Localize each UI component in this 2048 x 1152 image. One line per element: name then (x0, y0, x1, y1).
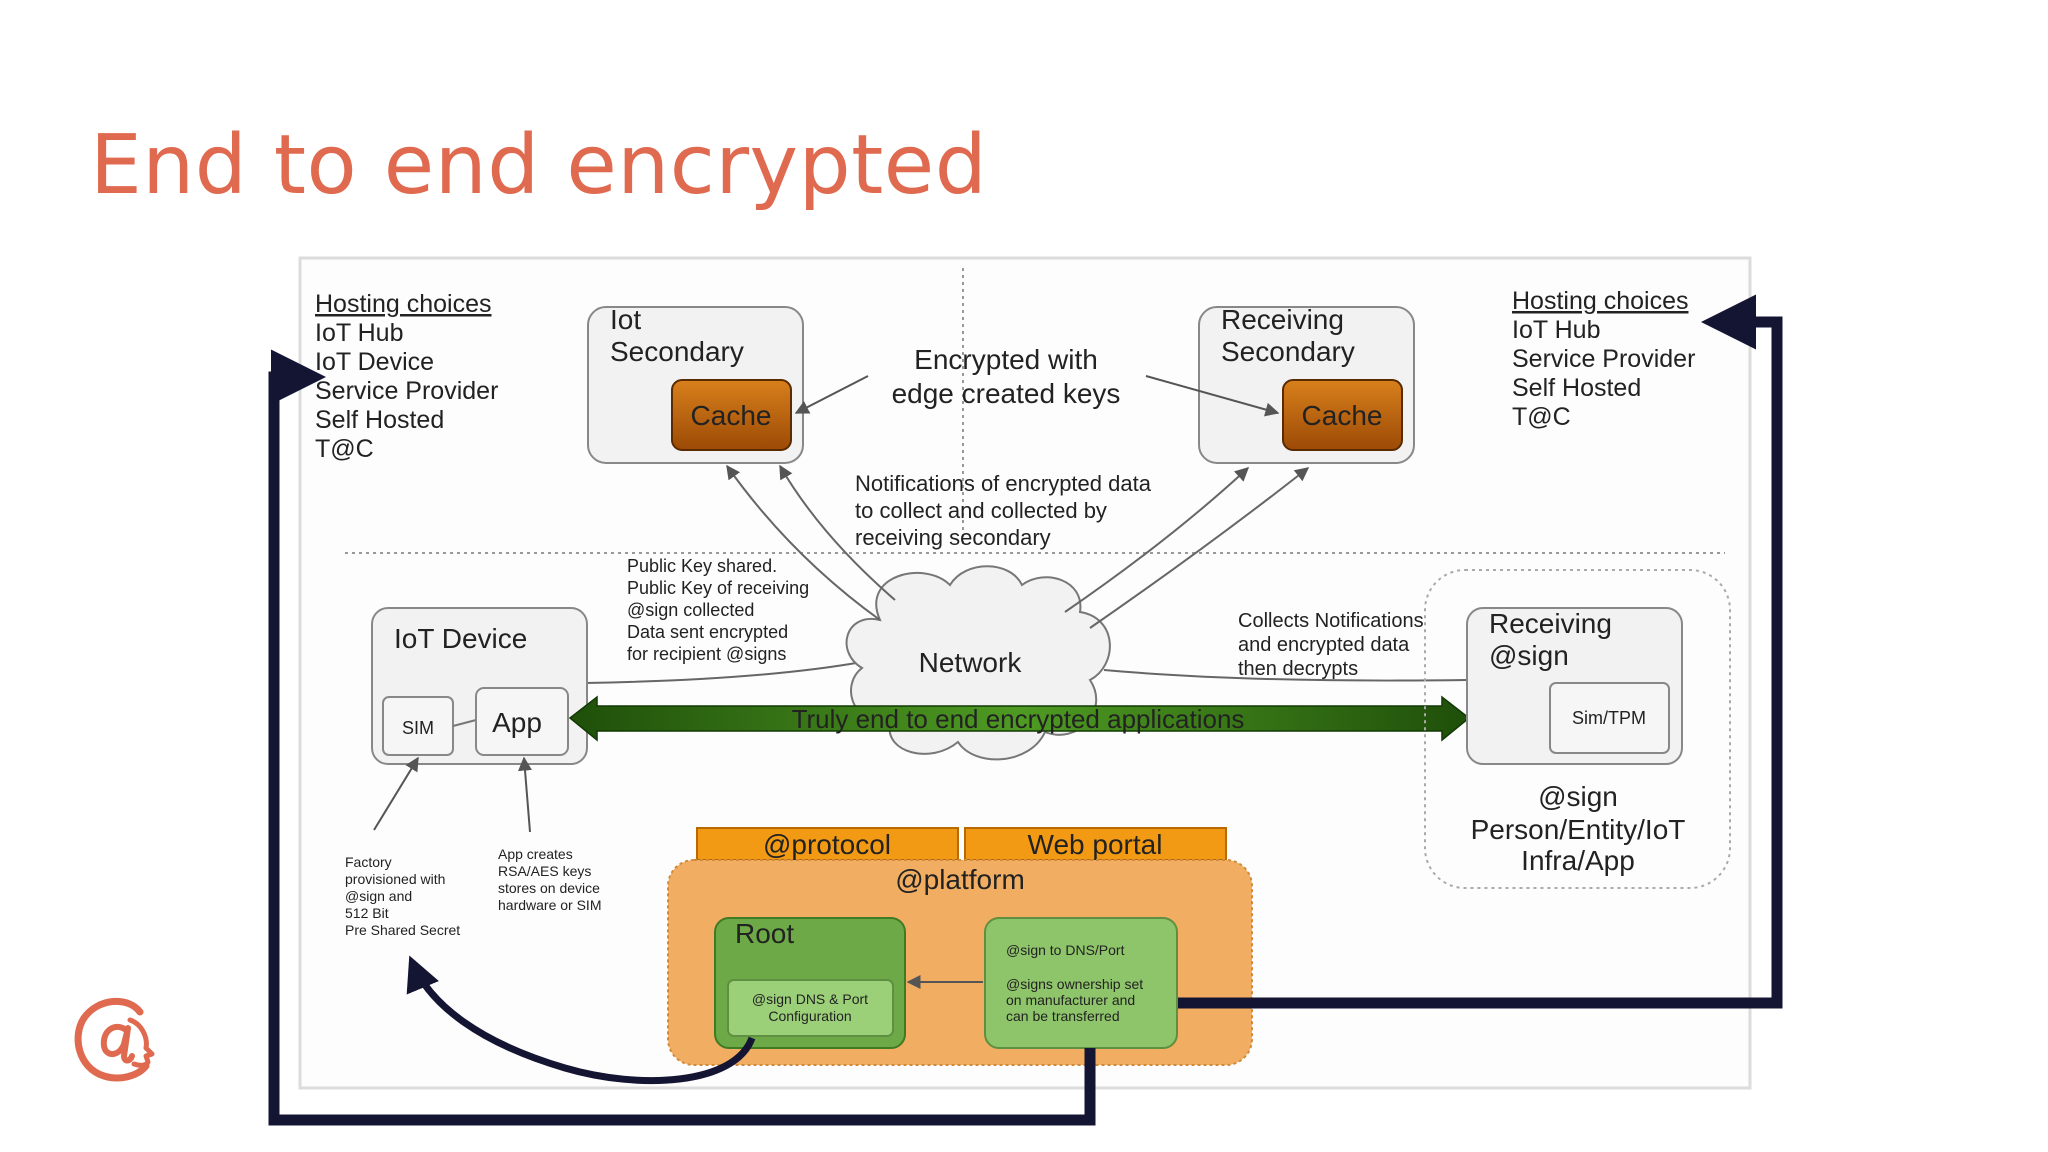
app-note-line: App creates (498, 846, 573, 862)
receiving-cache-label: Cache (1302, 400, 1383, 431)
network-to-iot-cache-arrow-b (779, 464, 896, 601)
public-key-note: Public Key shared. Public Key of receivi… (627, 556, 809, 664)
iot-secondary-line2: Secondary (610, 336, 744, 367)
dns-to-left-hosting-connector (268, 349, 1096, 1126)
factory-note-arrow (373, 756, 419, 831)
dns-line: can be transferred (1006, 1008, 1120, 1024)
app-note-arrow (518, 756, 532, 833)
receiving-sign-line1: Receiving (1489, 608, 1612, 639)
collects-line: and encrypted data (1238, 634, 1410, 656)
arrow-to-iot-cache (794, 375, 869, 414)
iot-secondary-line1: Iot (610, 304, 641, 335)
hosting-left-item: T@C (315, 435, 374, 463)
app-box (475, 687, 569, 756)
sim-app-link (452, 719, 477, 727)
network-to-receiving-cache-arrow-b (1089, 467, 1310, 629)
app-note: App creates RSA/AES keys stores on devic… (498, 846, 601, 913)
public-key-line: @sign collected (627, 600, 754, 620)
hosting-left-item: IoT Hub (315, 319, 403, 347)
collects-line: then decrypts (1238, 658, 1358, 680)
factory-note-line: Factory (345, 854, 392, 870)
notifications-line: to collect and collected by (855, 498, 1107, 523)
slide-title: End to end encrypted (90, 118, 988, 213)
root-config-line: @sign DNS & Port (752, 991, 868, 1007)
dns-line: on manufacturer and (1006, 992, 1135, 1008)
dns-box (984, 917, 1178, 1049)
receiving-group-outline (1424, 569, 1731, 889)
iot-secondary-box: Iot Secondary Cache (587, 304, 804, 464)
receiving-sign-box: Receiving @sign Sim/TPM (1466, 607, 1683, 765)
app-note-line: hardware or SIM (498, 897, 601, 913)
collects-line: Collects Notifications (1238, 610, 1424, 632)
collects-note: Collects Notifications and encrypted dat… (1238, 610, 1424, 680)
public-key-line: for recipient @signs (627, 644, 786, 664)
receiving-secondary-line1: Receiving (1221, 304, 1344, 335)
hosting-left-item: Self Hosted (315, 406, 444, 434)
sign-entity-line: Infra/App (1521, 845, 1635, 876)
network-label: Network (919, 647, 1023, 678)
receiving-sign-line2: @sign (1489, 640, 1569, 671)
dns-line: @sign to DNS/Port (1006, 942, 1125, 958)
sign-entity-line: Person/Entity/IoT (1471, 814, 1686, 845)
hosting-choices-left: Hosting choices IoT Hub IoT Device Servi… (315, 290, 498, 463)
web-portal-label: Web portal (1028, 829, 1163, 860)
iot-device-box: IoT Device SIM App (371, 607, 588, 765)
root-config-box (727, 979, 894, 1037)
hosting-right-item: IoT Hub (1512, 316, 1600, 344)
encrypted-keys-line1: Encrypted with (914, 344, 1098, 375)
hosting-left-item: Service Provider (315, 377, 498, 405)
root-config-line: Configuration (768, 1008, 851, 1024)
iot-cache (671, 379, 792, 451)
hosting-right-heading: Hosting choices (1512, 287, 1688, 315)
sim-tpm-label: Sim/TPM (1572, 708, 1646, 728)
notifications-line: Notifications of encrypted data (855, 471, 1152, 496)
factory-note-line: @sign and (345, 888, 412, 904)
hosting-left-item: IoT Device (315, 348, 434, 376)
arrow-to-receiving-cache (1145, 375, 1280, 417)
app-label: App (492, 707, 542, 738)
network-to-receiving-line (1103, 669, 1468, 682)
dns-to-right-hosting-connector (1178, 294, 1783, 1009)
encrypted-keys-line2: edge created keys (892, 378, 1121, 409)
hosting-right-item: T@C (1512, 403, 1571, 431)
public-key-line: Data sent encrypted (627, 622, 788, 642)
banner-label: Truly end to end encrypted applications (792, 704, 1245, 734)
hosting-right-item: Service Provider (1512, 345, 1695, 373)
app-note-line: RSA/AES keys (498, 863, 591, 879)
hosting-choices-right: Hosting choices IoT Hub Service Provider… (1512, 287, 1695, 431)
hosting-left-heading: Hosting choices (315, 290, 491, 318)
public-key-line: Public Key shared. (627, 556, 777, 576)
web-portal-tab (964, 827, 1227, 861)
network-to-iot-cache-arrow-a (726, 464, 881, 621)
hosting-right-item: Self Hosted (1512, 374, 1641, 402)
public-key-line: Public Key of receiving (627, 578, 809, 598)
factory-note: Factory provisioned with @sign and 512 B… (345, 854, 460, 938)
root-to-factory-connector (406, 955, 756, 1084)
atsign-logo (74, 997, 155, 1082)
protocol-tab (696, 827, 959, 861)
sim-tpm-box (1549, 682, 1670, 754)
factory-note-line: 512 Bit (345, 905, 389, 921)
platform-title: @platform (895, 864, 1025, 895)
protocol-label: @protocol (763, 829, 891, 860)
sign-entity-line: @sign (1538, 781, 1618, 812)
sim-label: SIM (402, 718, 434, 738)
receiving-cache (1282, 379, 1403, 451)
network-to-receiving-cache-arrow-a (1064, 467, 1250, 613)
receiving-secondary-box: Receiving Secondary Cache (1198, 304, 1415, 464)
iot-device-title: IoT Device (394, 623, 527, 654)
root-label: Root (735, 918, 794, 949)
platform-block: @protocol Web portal @platform Root @sig… (667, 827, 1253, 1066)
notifications-line: receiving secondary (855, 525, 1051, 550)
iot-to-network-line (584, 661, 863, 684)
receiving-secondary-line2: Secondary (1221, 336, 1355, 367)
factory-note-line: provisioned with (345, 871, 445, 887)
factory-note-line: Pre Shared Secret (345, 922, 460, 938)
dns-line: @signs ownership set (1006, 976, 1143, 992)
app-note-line: stores on device (498, 880, 600, 896)
iot-cache-label: Cache (691, 400, 772, 431)
